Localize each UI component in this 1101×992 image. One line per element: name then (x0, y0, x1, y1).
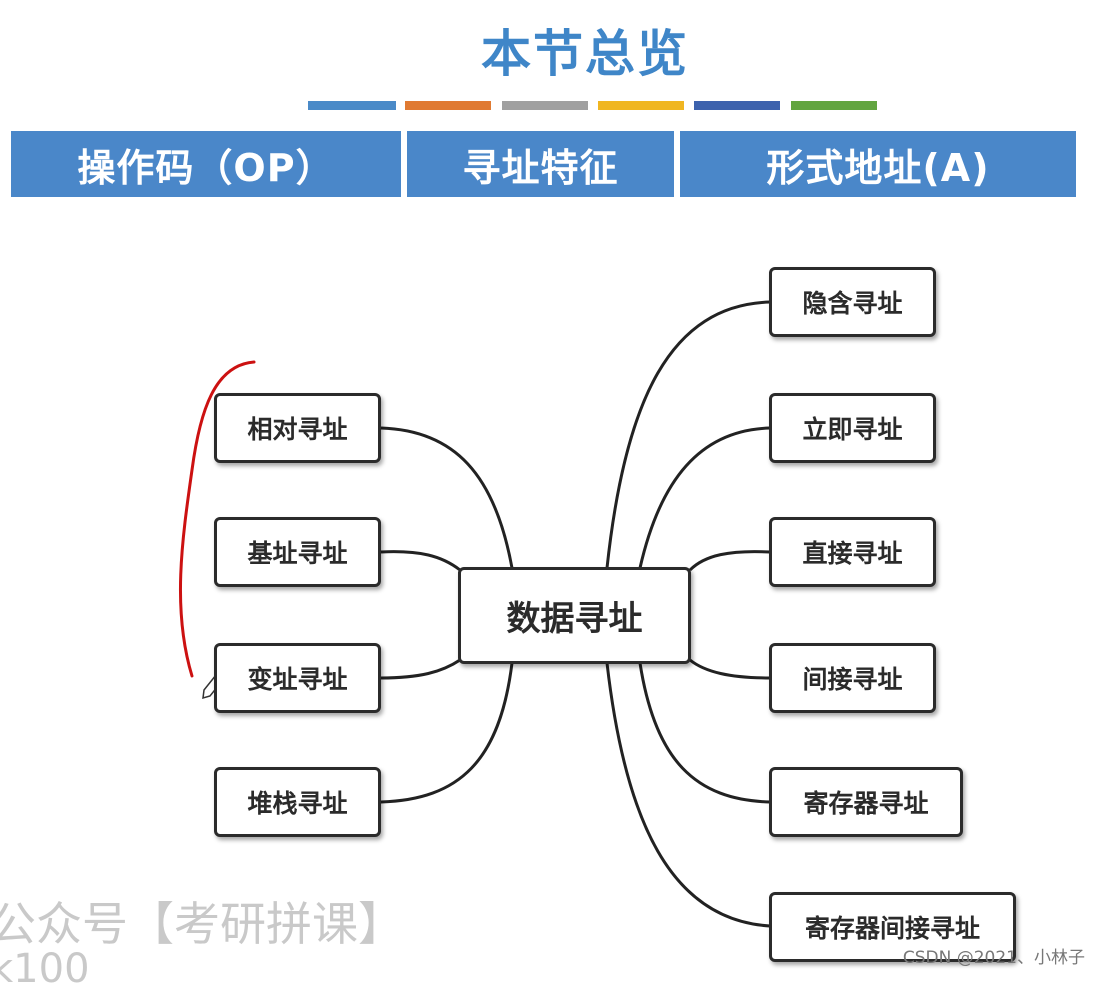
header-addressing-feature: 寻址特征 (407, 131, 674, 197)
connector-right-2 (688, 550, 771, 572)
left-node: 堆栈寻址 (214, 767, 381, 837)
connector-right-0 (605, 300, 771, 569)
connector-left-0 (379, 426, 514, 569)
page-title: 本节总览 (481, 25, 689, 83)
watermark-line1: 公众号【考研拼课】 (0, 897, 404, 951)
left-node: 基址寻址 (214, 517, 381, 587)
connector-right-5 (605, 662, 771, 928)
connector-left-3 (379, 662, 514, 804)
right-node: 寄存器间接寻址 (769, 892, 1016, 962)
connector-left-1 (379, 550, 461, 572)
header-formal-address: 形式地址(A) (680, 131, 1076, 197)
connector-right-4 (638, 662, 771, 804)
connector-right-1 (638, 426, 771, 569)
left-node: 变址寻址 (214, 643, 381, 713)
connector-left-2 (379, 658, 461, 680)
right-node: 寄存器寻址 (769, 767, 963, 837)
watermark-line2: k100 (0, 946, 90, 992)
header-opcode: 操作码（OP） (11, 131, 401, 197)
color-stripe (405, 101, 491, 110)
right-node: 隐含寻址 (769, 267, 936, 337)
red-annotation-bracket (178, 360, 256, 678)
left-node: 相对寻址 (214, 393, 381, 463)
right-node: 直接寻址 (769, 517, 936, 587)
color-stripe (502, 101, 588, 110)
center-node: 数据寻址 (458, 567, 691, 664)
color-stripe (791, 101, 877, 110)
credit-text: CSDN @2021、小林子 (902, 948, 1085, 968)
right-node: 立即寻址 (769, 393, 936, 463)
color-stripe (694, 101, 780, 110)
color-stripe (598, 101, 684, 110)
right-node: 间接寻址 (769, 643, 936, 713)
connector-right-3 (689, 658, 771, 680)
color-stripe (308, 101, 396, 110)
